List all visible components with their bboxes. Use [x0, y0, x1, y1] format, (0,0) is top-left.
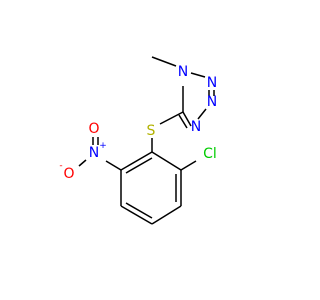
atom-o-single: O	[63, 166, 74, 182]
bond-c-nnitro	[105, 160, 122, 171]
bond-n1-methyl	[151, 56, 177, 67]
bond-n1-n2	[190, 72, 206, 78]
atom-o-double: O	[88, 121, 99, 137]
bond-ring-3	[151, 205, 182, 225]
bond-ring-4	[120, 205, 153, 225]
molecule-diagram: N N N N S Cl N + O O -	[59, 56, 217, 225]
bond-ring-4-inner	[125, 202, 153, 219]
bond-ring-6	[120, 151, 153, 171]
atom-n2: N	[207, 75, 217, 91]
bond-n3-n4	[197, 108, 207, 120]
bond-n4-c5-inner	[178, 114, 188, 129]
atom-n4: N	[191, 119, 201, 135]
bond-nnitro-osingle	[78, 159, 87, 167]
atom-cl: Cl	[203, 146, 217, 162]
charge-minus: -	[59, 161, 62, 171]
atom-n1: N	[178, 64, 188, 80]
tetrazole-ring	[178, 72, 215, 129]
structure-canvas: N N N N S Cl N + O O -	[59, 56, 217, 225]
charge-plus: +	[99, 141, 107, 151]
atom-n-nitro: N	[89, 145, 99, 161]
benzene-ring	[120, 151, 182, 225]
bond-c-cl	[180, 160, 197, 171]
bond-s-c5	[159, 111, 184, 125]
bond-ring-6-inner	[125, 157, 153, 174]
atom-n3: N	[207, 94, 217, 110]
bond-ring-1	[151, 151, 182, 171]
atom-s: S	[147, 123, 156, 139]
bond-n4-c5	[182, 111, 192, 127]
